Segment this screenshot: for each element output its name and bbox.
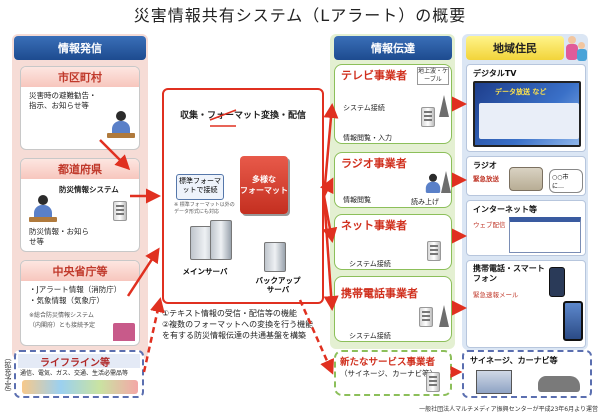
internet-note: ウェブ配信 [473,221,506,229]
sender-prefecture: 都道府県 防災情報システム 防災情報・お知らせ等 [20,158,140,252]
transmitter-tv-label-1: システム接続 [343,104,385,112]
multi-format-line-1: 多様な [252,175,276,184]
main-server-icon-2 [210,220,232,260]
credit-text: 一般社団法人マルチメディア振興センターが平成23年6月より運営 [419,406,598,413]
transmitter-radio: ラジオ事業者 情報閲覧 読み上げ [334,152,452,208]
resident-signage-label: サイネージ、カーナビ等 [470,356,558,365]
resident-radio: ラジオ 緊急放送 ○○市に… [466,156,586,196]
radio-icon [509,167,543,191]
sending-column-header: 情報発信 [14,36,146,60]
lifeline-box: ライフライン等 通信、電気、ガス、交通、生活必需品等 [14,350,144,398]
cell-tower-icon [439,305,449,327]
platform-note-1: ①テキスト情報の受信・配信等の機能 [162,309,297,318]
transmitter-new-head: 新たなサービス事業者 [340,357,436,368]
resident-tv-label: デジタルTV [473,69,517,78]
signage-icon [476,370,512,394]
lifeline-icons [22,380,138,394]
sender-prefecture-system: 防災情報システム [59,185,119,194]
radio-bubble: 緊急放送 [473,175,499,183]
transmitter-radio-label-2: 読み上げ [411,198,439,206]
server-icon [426,372,440,392]
sender-municipality-text: 災害時の避難勧告・指示、お知らせ等 [29,91,97,110]
smartphone-icon [563,301,583,341]
transmitter-radio-label-1: 情報閲覧 [343,196,371,204]
phone-icon [549,267,565,297]
resident-digital-tv: デジタルTV データ放送 など [466,64,586,152]
server-icon [113,201,127,221]
resident-mobile-label: 携帯電話・スマートフォン [473,264,545,283]
sender-prefecture-text: 防災情報・お知らせ等 [29,227,89,246]
transmitter-tv-head: テレビ事業者 [341,69,407,82]
announcer-person-icon [422,173,444,196]
sender-central-line-1: ・Jアラート情報（消防庁） [29,285,122,294]
server-icon [421,107,435,127]
broadcast-tower-icon [439,95,449,117]
sender-municipality-head: 市区町村 [21,67,139,87]
resident-signage: サイネージ、カーナビ等 [462,350,592,398]
transmitter-mobile-head: 携帯電話事業者 [341,287,418,300]
sender-central-head: 中央省庁等 [21,261,139,281]
standard-format-box: 標準フォーマットで接続 [176,174,224,200]
backup-server-icon [264,242,286,272]
tv-note: データ放送 など [495,88,547,96]
sender-prefecture-head: 都道府県 [21,159,139,179]
server-icon [419,307,433,327]
car-icon [538,376,580,392]
resident-mobile: 携帯電話・スマートフォン 緊急速報メール [466,260,586,348]
radio-bubble-2: ○○市に… [549,169,583,193]
multi-format-line-2: フォーマット [240,186,288,195]
transmitter-new-sub: （サイネージ、カーナビ等） [340,369,438,378]
transmitter-radio-head: ラジオ事業者 [341,157,407,170]
government-building-icon [113,323,135,341]
broadcast-tower-icon [441,171,451,193]
transmitter-mobile-label-1: システム接続 [349,332,391,340]
transmitter-tv-tag: 地上波・ケーブル [417,67,449,85]
transmitter-tv-label-2: 情報閲覧・入力 [343,134,392,142]
resident-radio-label: ラジオ [473,161,497,170]
sender-central-government: 中央省庁等 ・Jアラート情報（消防庁） ・気象情報（気象庁） ※総合防災情報シス… [20,260,140,346]
residents-header-label: 地域住民 [493,42,537,55]
transmitter-net-head: ネット事業者 [341,219,407,232]
transmission-header-label: 情報伝達 [371,42,415,55]
transmitter-new-services: 新たなサービス事業者 （サイネージ、カーナビ等） [334,350,452,396]
main-server-label: メインサーバ [182,267,228,276]
expansion-label: （拡充予定） [4,354,12,396]
sender-central-line-4: （内閣府）とも接続予定 [29,322,96,329]
transmitter-tv: テレビ事業者 地上波・ケーブル システム接続 情報閲覧・入力 [334,64,452,144]
sender-central-line-2: ・気象情報（気象庁） [29,296,104,305]
sender-central-line-3: ※総合防災情報システム [29,312,94,319]
tv-screen: データ放送 など [473,81,581,147]
resident-internet-label: インターネット等 [473,205,537,214]
mobile-note: 緊急速報メール [473,291,519,299]
browser-window-icon [509,217,581,253]
lalert-platform: 収集・フォーマット変換・配信 標準フォーマットで接続 ※ 標準フォーマット以外の… [162,88,324,304]
platform-note-2: ②複数のフォーマットへの変換を行う機能 [162,320,314,329]
family-icon [566,34,588,62]
transmitter-net: ネット事業者 システム接続 [334,214,452,270]
resident-internet: インターネット等 ウェブ配信 [466,200,586,256]
sending-header-label: 情報発信 [58,42,102,55]
transmission-column-header: 情報伝達 [334,36,452,60]
multi-format-box: 多様な フォーマット [240,156,288,214]
operator-person-icon [107,111,135,139]
residents-column-header: 地域住民 [466,36,564,60]
transmitter-mobile: 携帯電話事業者 システム接続 [334,276,452,342]
platform-note-3: を有する防災情報伝達の共通基盤を構築 [162,331,306,340]
server-icon [427,241,441,261]
page-title: 災害情報共有システム（Lアラート）の概要 [133,6,467,25]
sender-municipality: 市区町村 災害時の避難勧告・指示、お知らせ等 [20,66,140,150]
transmitter-net-label-1: システム接続 [349,260,391,268]
lifeline-head: ライフライン等 [18,354,140,369]
operator-person-icon [29,195,57,223]
standard-format-note: ※ 標準フォーマット以外のデータ形式にも対応 [174,202,235,215]
tv-data-panel [479,103,579,139]
lifeline-text: 通信、電気、ガス、交通、生活必需品等 [20,370,129,377]
backup-server-label: バックアップサーバ [255,276,301,294]
platform-title: 収集・フォーマット変換・配信 [179,111,306,121]
